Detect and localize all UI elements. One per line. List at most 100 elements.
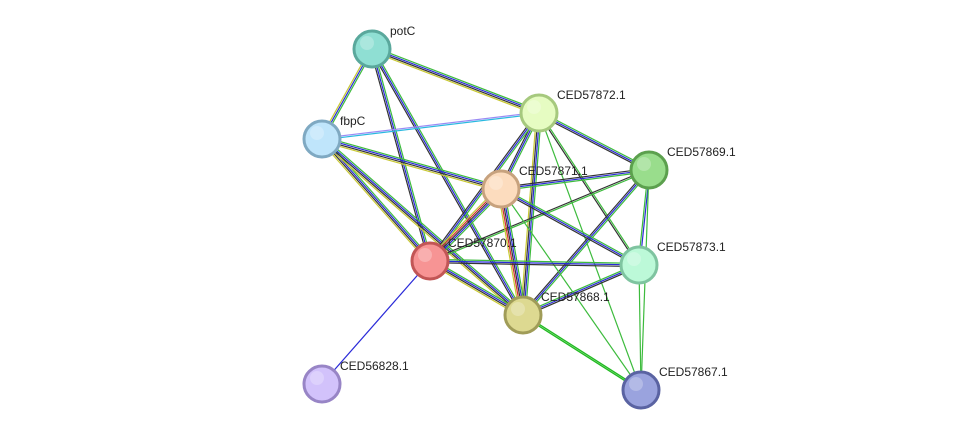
edge-CED57870.1-CED56828.1: [321, 260, 431, 385]
edge-strand: [372, 47, 540, 113]
edge-strand: [321, 139, 523, 317]
node-circle[interactable]: [302, 364, 342, 404]
edge-strand: [370, 49, 523, 317]
node-highlight: [360, 36, 374, 50]
node-CED57870.1[interactable]: CED57870.1: [410, 236, 517, 281]
edge-layer: [319, 46, 651, 392]
node-label: CED57872.1: [557, 88, 626, 102]
edge-strand: [320, 139, 430, 262]
node-circle[interactable]: [621, 370, 661, 410]
edge-CED57869.1-CED57870.1: [429, 168, 650, 263]
node-label: CED57871.1: [519, 164, 588, 178]
edge-strand: [523, 113, 541, 316]
edge-strand: [429, 260, 640, 266]
edge-strand: [522, 262, 639, 315]
edge-strand: [322, 136, 502, 188]
edge-strand: [538, 112, 650, 171]
edge-strand: [521, 168, 649, 315]
edge-CED57871.1-CED57868.1: [497, 188, 527, 316]
node-highlight: [310, 371, 324, 385]
edge-CED57868.1-CED57873.1: [522, 262, 640, 318]
node-circle[interactable]: [519, 93, 559, 133]
node-label: fbpC: [340, 114, 366, 128]
node-circle[interactable]: [619, 245, 659, 285]
edge-strand: [323, 136, 525, 314]
edge-strand: [429, 261, 639, 268]
node-highlight: [310, 126, 324, 140]
edge-strand: [430, 170, 650, 263]
edge-strand: [523, 170, 651, 317]
edge-strand: [500, 167, 649, 189]
edge-CED57869.1-CED57868.1: [521, 168, 651, 317]
edge-strand: [522, 315, 641, 392]
node-CED56828.1[interactable]: CED56828.1: [302, 359, 409, 404]
edge-strand: [500, 188, 524, 316]
edge-strand: [522, 264, 640, 316]
node-label: potC: [390, 24, 416, 38]
edge-strand: [372, 46, 541, 112]
edge-strand: [321, 139, 501, 191]
edge-CED57871.1-CED57867.1: [500, 188, 642, 391]
edge-strand: [524, 113, 542, 316]
edge-CED57872.1-CED57867.1: [538, 112, 642, 391]
edge-strand: [523, 313, 642, 390]
edge-strand: [369, 49, 430, 262]
node-label: CED57867.1: [659, 365, 728, 379]
node-CED57872.1[interactable]: CED57872.1: [519, 88, 626, 133]
node-circle[interactable]: [352, 29, 392, 69]
edge-strand: [501, 188, 526, 315]
node-highlight: [489, 176, 503, 190]
edge-strand: [322, 137, 524, 315]
edge-strand: [321, 111, 539, 139]
edge-potC-CED57868.1: [370, 47, 525, 317]
edge-strand: [322, 137, 502, 189]
edge-strand: [430, 258, 640, 265]
node-CED57869.1[interactable]: CED57869.1: [629, 145, 736, 190]
edge-strand: [539, 112, 641, 265]
edge-strand: [523, 265, 640, 318]
node-CED57871.1[interactable]: CED57871.1: [481, 164, 588, 209]
node-highlight: [527, 100, 541, 114]
edge-strand: [497, 189, 521, 316]
edge-strand: [539, 111, 651, 170]
node-highlight: [629, 377, 643, 391]
node-circle[interactable]: [503, 295, 543, 335]
edge-strand: [520, 112, 538, 315]
edge-strand: [429, 168, 649, 261]
node-circle[interactable]: [410, 241, 450, 281]
edge-CED57872.1-CED57868.1: [520, 112, 542, 316]
edge-fbpC-CED57872.1: [321, 111, 540, 141]
node-label: CED56828.1: [340, 359, 409, 373]
node-circle[interactable]: [302, 119, 342, 159]
edge-strand: [537, 113, 639, 266]
edge-strand: [500, 188, 642, 391]
edge-strand: [321, 260, 431, 385]
node-CED57867.1[interactable]: CED57867.1: [621, 365, 728, 410]
edge-strand: [538, 112, 642, 391]
node-highlight: [637, 157, 651, 171]
node-fbpC[interactable]: fbpC: [302, 114, 366, 159]
node-highlight: [511, 302, 525, 316]
node-potC[interactable]: potC: [352, 24, 416, 69]
edge-strand: [322, 113, 540, 141]
edge-CED57872.1-CED57873.1: [537, 112, 641, 266]
edge-strand: [370, 50, 539, 116]
edge-strand: [372, 47, 525, 315]
node-label: CED57868.1: [541, 290, 610, 304]
node-circle[interactable]: [481, 169, 521, 209]
edge-strand: [501, 170, 650, 192]
node-circle[interactable]: [629, 150, 669, 190]
node-label: CED57873.1: [657, 240, 726, 254]
edge-strand: [638, 264, 642, 391]
edge-CED57871.1-CED57873.1: [499, 187, 641, 267]
edge-strand: [500, 188, 640, 266]
edge-CED57873.1-CED57867.1: [638, 264, 642, 391]
node-CED57868.1[interactable]: CED57868.1: [503, 290, 610, 335]
edge-strand: [319, 140, 429, 263]
node-label: CED57870.1: [448, 236, 517, 250]
edge-strand: [503, 188, 527, 315]
node-label: CED57869.1: [667, 145, 736, 159]
node-CED57873.1[interactable]: CED57873.1: [619, 240, 726, 285]
edge-fbpC-CED57868.1: [320, 136, 525, 318]
